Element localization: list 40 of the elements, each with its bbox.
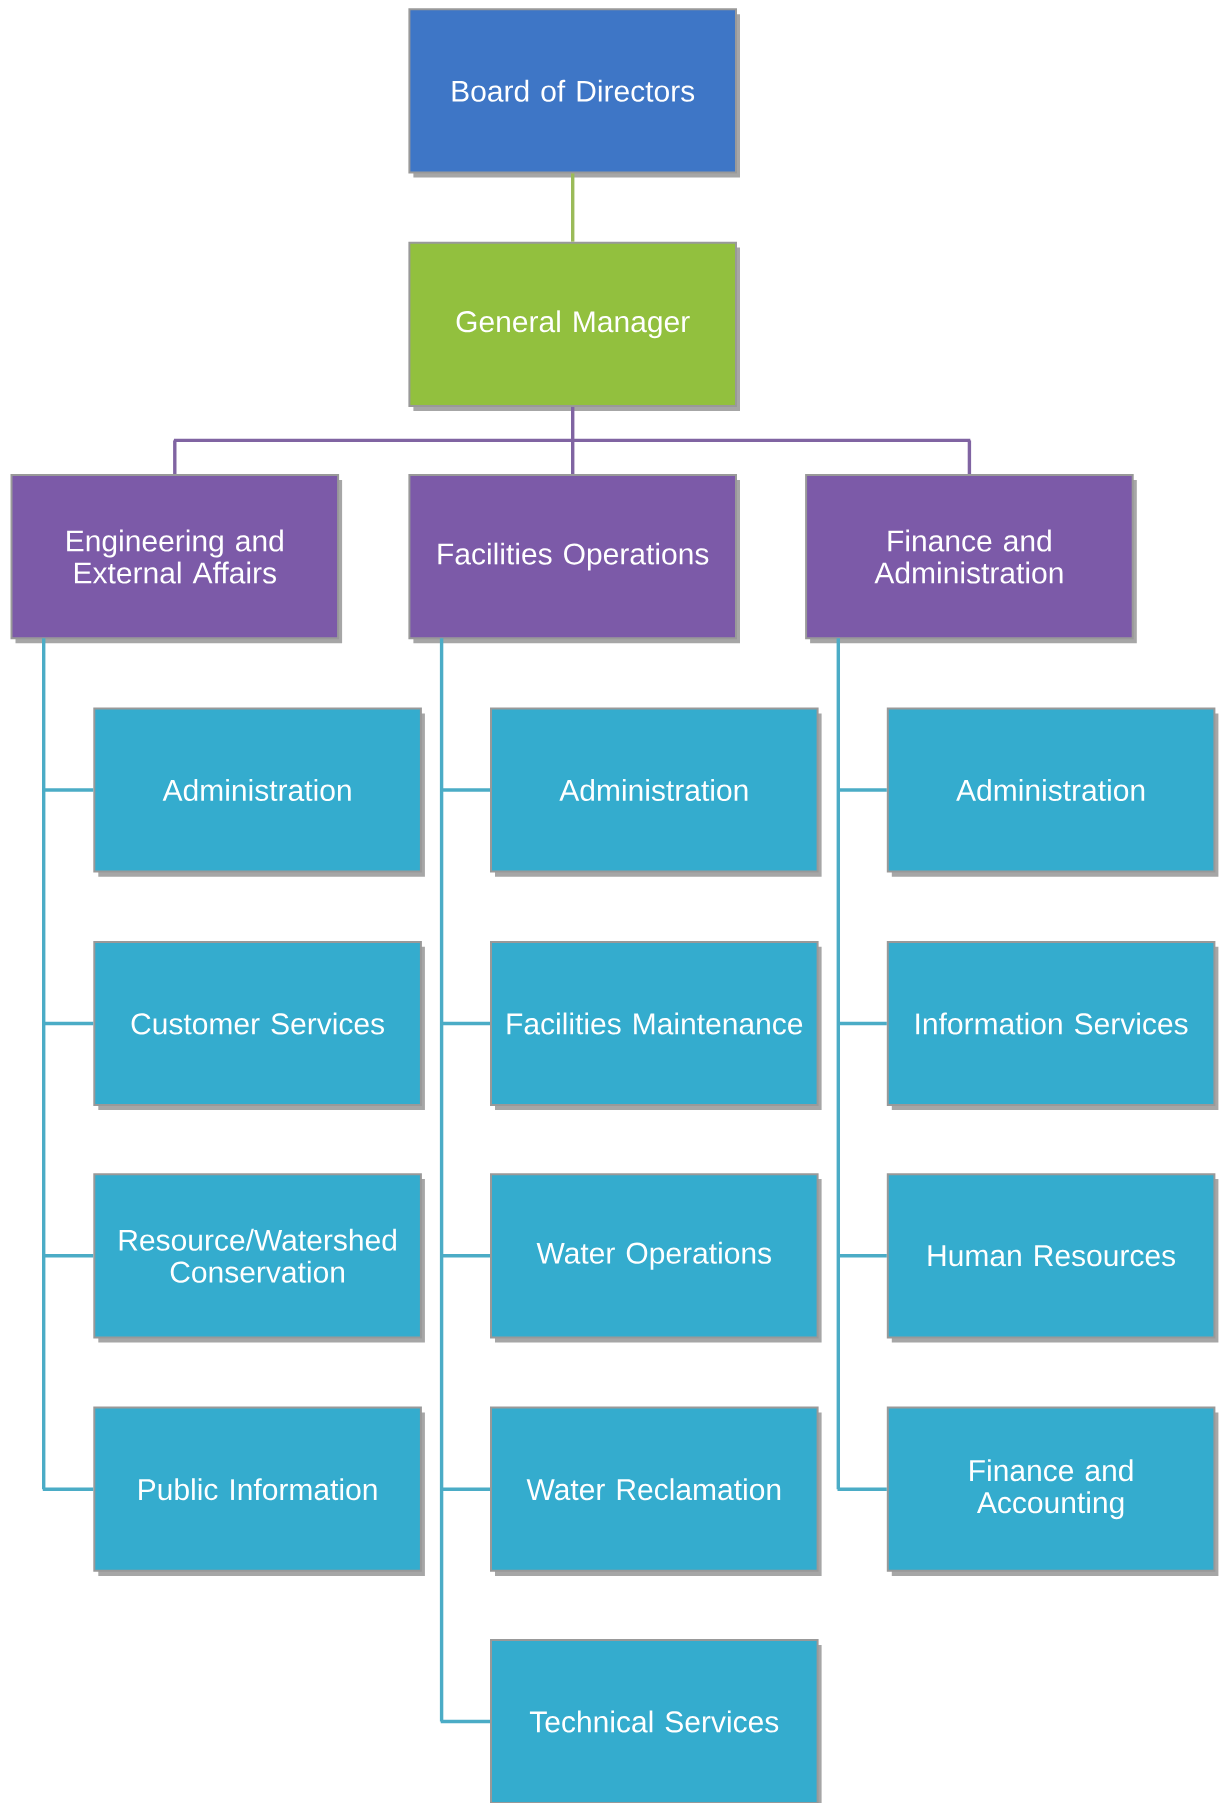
unit-box: Technical Services [490,1638,822,1803]
unit-box: Administration [490,707,822,877]
unit-box: Water Operations [490,1173,822,1343]
connector-line [836,638,840,1490]
connector-line [42,788,94,792]
connector-line [440,1719,490,1724]
connector-line [440,1487,490,1491]
connector-line [571,440,575,474]
department-box: Finance and Administration [805,474,1137,644]
unit-box: Administration [93,707,425,877]
connector-line [440,1254,490,1258]
department-box: Facilities Operations [408,474,740,644]
connector-line [571,173,575,242]
connector-line [967,440,972,474]
connector-line [439,638,444,1722]
unit-box: Finance and Accounting [886,1406,1219,1576]
unit-box: Human Resources [886,1173,1219,1343]
unit-box: Water Reclamation [490,1406,822,1576]
connector-line [837,1487,887,1491]
connector-line [837,1021,887,1026]
department-box: Engineering and External Affairs [10,474,343,644]
connector-line [42,1021,94,1026]
connector-line [42,638,46,1490]
unit-box: Facilities Maintenance [490,940,822,1111]
connector-line [837,788,887,792]
manager-box: General Manager [408,241,740,411]
connector-line [42,1254,94,1258]
connector-line [837,1254,887,1258]
connector-line [173,440,177,474]
unit-box: Public Information [93,1406,425,1576]
connector-line [571,406,575,441]
connector-line [173,438,971,443]
connector-line [440,1021,490,1026]
connector-line [42,1487,94,1491]
unit-box: Administration [886,707,1219,877]
board-box: Board of Directors [408,8,740,178]
unit-box: Customer Services [93,940,425,1111]
unit-box: Resource/Watershed Conservation [93,1173,425,1343]
unit-box: Information Services [886,940,1219,1111]
connector-line [440,788,490,792]
